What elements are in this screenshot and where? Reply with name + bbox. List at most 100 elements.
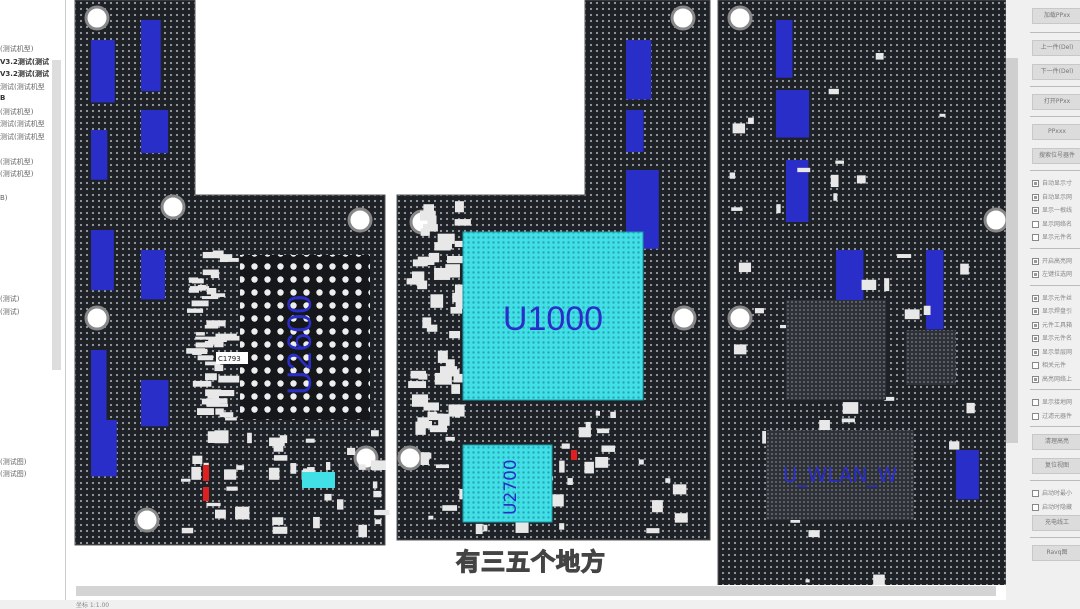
panel-button[interactable]: 上一件(Del) bbox=[1032, 40, 1080, 56]
panel-checkbox[interactable]: 自动显示网 bbox=[1032, 192, 1072, 201]
component-pad bbox=[373, 490, 382, 498]
panel-button[interactable]: 清理高亮 bbox=[1032, 434, 1080, 450]
panel-checkbox[interactable]: 显示一根线 bbox=[1032, 205, 1072, 214]
part-list-item[interactable]: (测试) bbox=[0, 307, 20, 316]
checkbox-icon[interactable] bbox=[1032, 321, 1039, 329]
panel-checkbox[interactable]: 相关元件 bbox=[1032, 360, 1066, 369]
component-pad bbox=[597, 428, 610, 434]
component-pad bbox=[181, 478, 191, 482]
panel-button[interactable]: 搜索位号器件 bbox=[1032, 148, 1080, 164]
checkbox-icon[interactable] bbox=[1032, 193, 1039, 201]
checkbox-icon[interactable] bbox=[1032, 375, 1039, 383]
mounting-hole bbox=[727, 5, 753, 31]
panel-button[interactable]: 下一件(Del) bbox=[1032, 64, 1080, 80]
part-list-item[interactable] bbox=[0, 182, 52, 195]
part-list-item[interactable]: 测试(测试机型 bbox=[0, 82, 45, 91]
panel-button[interactable]: 复位视图 bbox=[1032, 458, 1080, 474]
panel-checkbox[interactable]: 元件工具箱 bbox=[1032, 320, 1072, 329]
checkbox-icon[interactable] bbox=[1032, 348, 1039, 356]
part-list-item[interactable]: (测试图) bbox=[0, 470, 27, 478]
panel-button[interactable]: 加载PPxx bbox=[1032, 8, 1080, 24]
part-list-item[interactable]: V3.2测试(测试 bbox=[0, 70, 50, 78]
part-list-item[interactable] bbox=[0, 219, 52, 232]
checkbox-icon[interactable] bbox=[1032, 271, 1039, 278]
part-list-item[interactable]: B) bbox=[0, 194, 8, 202]
checkbox-icon[interactable] bbox=[1032, 503, 1039, 511]
component-pad bbox=[215, 509, 226, 519]
panel-checkbox[interactable]: 显示元件丝 bbox=[1032, 293, 1072, 302]
part-list-item[interactable] bbox=[0, 369, 52, 382]
panel-checkbox[interactable]: 显示接地网 bbox=[1032, 397, 1072, 406]
checkbox-icon[interactable] bbox=[1032, 294, 1039, 302]
panel-button[interactable]: 充电线工 bbox=[1032, 515, 1080, 531]
part-list-item[interactable]: (测试机型) bbox=[0, 157, 34, 166]
part-list-item[interactable]: B bbox=[0, 94, 6, 102]
panel-checkbox[interactable]: 高亮网络上 bbox=[1032, 374, 1072, 383]
panel-checkbox[interactable]: 开启高亮网 bbox=[1032, 256, 1072, 265]
panel-button[interactable]: Ravq图 bbox=[1032, 545, 1080, 561]
checkbox-icon[interactable] bbox=[1032, 220, 1039, 228]
part-list-item[interactable]: 测试(测试机型 bbox=[0, 120, 45, 128]
divider bbox=[1030, 284, 1080, 286]
part-list-item[interactable] bbox=[0, 344, 52, 357]
checkbox-icon[interactable] bbox=[1032, 207, 1039, 214]
checkbox-icon[interactable] bbox=[1032, 399, 1039, 406]
panel-checkbox[interactable]: 显示单层网 bbox=[1032, 347, 1072, 356]
component-pad bbox=[453, 373, 463, 383]
part-list-item[interactable]: V3.2测试(测试 bbox=[0, 57, 50, 66]
panel-checkbox[interactable]: 启动时最小 bbox=[1032, 488, 1072, 497]
part-list-item[interactable] bbox=[0, 244, 52, 257]
checkbox-icon[interactable] bbox=[1032, 335, 1039, 342]
part-list-item[interactable]: (测试机型) bbox=[0, 45, 34, 53]
part-list-item[interactable] bbox=[0, 144, 52, 157]
part-list-item[interactable]: (测试机型) bbox=[0, 107, 34, 116]
checkbox-icon[interactable] bbox=[1032, 234, 1039, 241]
part-list-item[interactable] bbox=[0, 394, 52, 407]
component-pad bbox=[559, 523, 565, 530]
part-list[interactable]: (测试机型) V3.2测试(测试 V3.2测试(测试测试(测试机型 B (测试机型) 测试… bbox=[0, 0, 65, 482]
part-list-item[interactable]: (测试图) bbox=[0, 457, 27, 466]
panel-checkbox[interactable]: 自动显示寸 bbox=[1032, 178, 1072, 187]
part-list-panel: (测试机型) V3.2测试(测试 V3.2测试(测试测试(测试机型 B (测试机型) 测试… bbox=[0, 0, 66, 600]
part-list-item[interactable] bbox=[0, 207, 52, 220]
part-list-item[interactable]: (测试) bbox=[0, 295, 20, 303]
panel-button[interactable]: 打开PPxx bbox=[1032, 94, 1080, 110]
component-pad bbox=[206, 320, 226, 327]
checkbox-icon[interactable] bbox=[1032, 362, 1039, 369]
panel-checkbox[interactable]: 显示焊盘引 bbox=[1032, 306, 1072, 315]
part-list-item[interactable] bbox=[0, 432, 52, 445]
component-pad bbox=[454, 201, 464, 213]
pcb-board-drawing[interactable]: U2600 C1793 U1000 U2700 U_WLAN_W bbox=[66, 0, 1009, 591]
board-view-canvas[interactable]: U2600 C1793 U1000 U2700 U_WLAN_W bbox=[66, 0, 1009, 600]
panel-checkbox[interactable]: 启动时隐藏 bbox=[1032, 502, 1072, 511]
panel-checkbox[interactable]: 左键拉选网 bbox=[1032, 269, 1072, 278]
checkbox-icon[interactable] bbox=[1032, 180, 1039, 187]
part-list-item[interactable] bbox=[0, 382, 52, 395]
part-list-item[interactable] bbox=[0, 269, 52, 282]
part-list-scrollbar[interactable] bbox=[52, 60, 61, 370]
part-list-item[interactable] bbox=[0, 257, 52, 270]
part-list-item[interactable] bbox=[0, 282, 52, 295]
checkbox-icon[interactable] bbox=[1032, 412, 1039, 420]
control-panel-scrollbar[interactable] bbox=[1006, 58, 1018, 443]
divider bbox=[1030, 32, 1080, 33]
divider bbox=[1030, 426, 1080, 427]
checkbox-icon[interactable] bbox=[1032, 490, 1039, 497]
part-list-item[interactable]: 测试(测试机型 bbox=[0, 132, 45, 141]
part-list-item[interactable]: (测试机型) bbox=[0, 170, 34, 178]
panel-checkbox[interactable]: 过滤元器件 bbox=[1032, 411, 1072, 420]
panel-checkbox[interactable]: 显示网络名 bbox=[1032, 219, 1072, 228]
part-list-item[interactable] bbox=[0, 332, 52, 345]
checkbox-icon[interactable] bbox=[1032, 308, 1039, 315]
panel-checkbox[interactable]: 显示元件名 bbox=[1032, 333, 1072, 342]
panel-checkbox[interactable]: 显示元件名 bbox=[1032, 232, 1072, 241]
panel-button[interactable]: PPxxx bbox=[1032, 124, 1080, 140]
checkbox-icon[interactable] bbox=[1032, 257, 1039, 265]
part-list-item[interactable] bbox=[0, 319, 52, 332]
part-list-item[interactable] bbox=[0, 407, 52, 420]
part-list-item[interactable] bbox=[0, 419, 52, 432]
part-list-item[interactable] bbox=[0, 232, 52, 245]
part-list-item[interactable] bbox=[0, 357, 52, 370]
part-list-item[interactable] bbox=[0, 444, 52, 457]
horizontal-scrollbar[interactable] bbox=[76, 586, 996, 596]
